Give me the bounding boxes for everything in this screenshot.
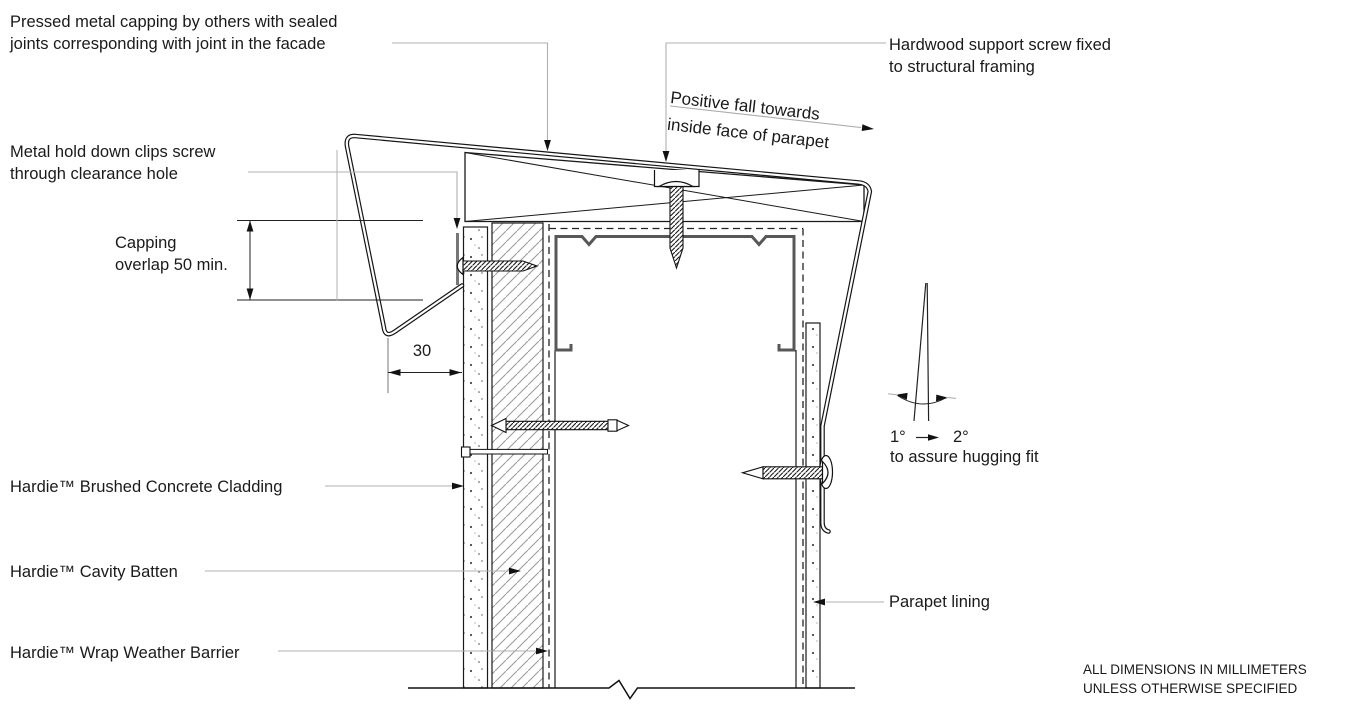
leader-arrow bbox=[544, 140, 551, 151]
hardwood-support-screw bbox=[653, 170, 700, 270]
cavity-batten bbox=[491, 222, 544, 689]
annotation-weather-barrier: Hardie™ Wrap Weather Barrier bbox=[10, 644, 240, 662]
units-note: ALL DIMENSIONS IN MILLIMETERS UNLESS OTH… bbox=[1083, 661, 1307, 698]
leader-weather-barrier bbox=[278, 647, 548, 655]
leader-arrow bbox=[452, 482, 464, 490]
leader-parapet-lining bbox=[813, 598, 884, 606]
leader-arrow bbox=[861, 124, 874, 131]
annotation-line: Capping bbox=[115, 234, 177, 252]
units-note-line: UNLESS OTHERWISE SPECIFIED bbox=[1083, 680, 1298, 696]
annotation-capping-overlap: Capping overlap 50 min. bbox=[115, 232, 228, 276]
annotation-cladding: Hardie™ Brushed Concrete Cladding bbox=[10, 478, 283, 496]
cladding-fastener bbox=[460, 446, 548, 458]
parapet-lining-board bbox=[805, 322, 821, 689]
angle-caption: to assure hugging fit bbox=[890, 448, 1039, 466]
leader-arrow bbox=[509, 567, 521, 575]
leader-hardwood-screw bbox=[662, 42, 886, 162]
annotation-line: overlap 50 min. bbox=[115, 256, 228, 274]
annotation-line: Hardwood support screw fixed bbox=[889, 36, 1111, 54]
leader-arrow bbox=[662, 151, 670, 162]
leader-positive-fall bbox=[669, 105, 874, 131]
wall-assembly bbox=[462, 222, 821, 689]
leader-arrow bbox=[453, 218, 461, 229]
dimension-30-text: 30 bbox=[412, 342, 432, 360]
cavity-batten-screw bbox=[490, 417, 630, 434]
angle-max-text: 2° bbox=[953, 428, 969, 446]
dimension-capping-overlap bbox=[237, 150, 423, 301]
leader-hold-down-clips bbox=[248, 171, 461, 229]
lining-fixing-screw bbox=[740, 454, 834, 490]
leader-pressed-metal-capping bbox=[392, 42, 551, 151]
leader-arrow bbox=[813, 598, 825, 606]
annotation-line: through clearance hole bbox=[10, 165, 178, 183]
annotation-line: Pressed metal capping by others with sea… bbox=[10, 13, 338, 31]
units-note-line: ALL DIMENSIONS IN MILLIMETERS bbox=[1083, 662, 1307, 677]
angle-range-arrow bbox=[916, 434, 939, 441]
leader-cavity-batten bbox=[205, 567, 521, 575]
ground-break-line bbox=[408, 679, 855, 700]
annotation-pressed-metal-capping: Pressed metal capping by others with sea… bbox=[10, 11, 337, 55]
annotation-line: to structural framing bbox=[889, 58, 1035, 76]
leader-cladding bbox=[325, 482, 464, 490]
leader-arrow bbox=[536, 647, 548, 655]
angle-min-text: 1° bbox=[890, 428, 906, 446]
clip-fixing-screw bbox=[456, 256, 539, 276]
angle-indicator bbox=[887, 282, 957, 441]
annotation-line: Metal hold down clips screw bbox=[10, 143, 216, 161]
annotation-hardwood-support: Hardwood support screw fixed to structur… bbox=[889, 34, 1111, 78]
annotation-hold-down-clips: Metal hold down clips screw through clea… bbox=[10, 141, 215, 185]
annotation-cavity-batten: Hardie™ Cavity Batten bbox=[10, 563, 178, 581]
dimension-30 bbox=[387, 338, 462, 393]
weather-barrier-wrap bbox=[548, 224, 804, 688]
annotation-line: joints corresponding with joint in the f… bbox=[10, 35, 326, 53]
pressed-metal-capping bbox=[344, 133, 873, 534]
annotation-parapet-lining: Parapet lining bbox=[889, 593, 990, 611]
